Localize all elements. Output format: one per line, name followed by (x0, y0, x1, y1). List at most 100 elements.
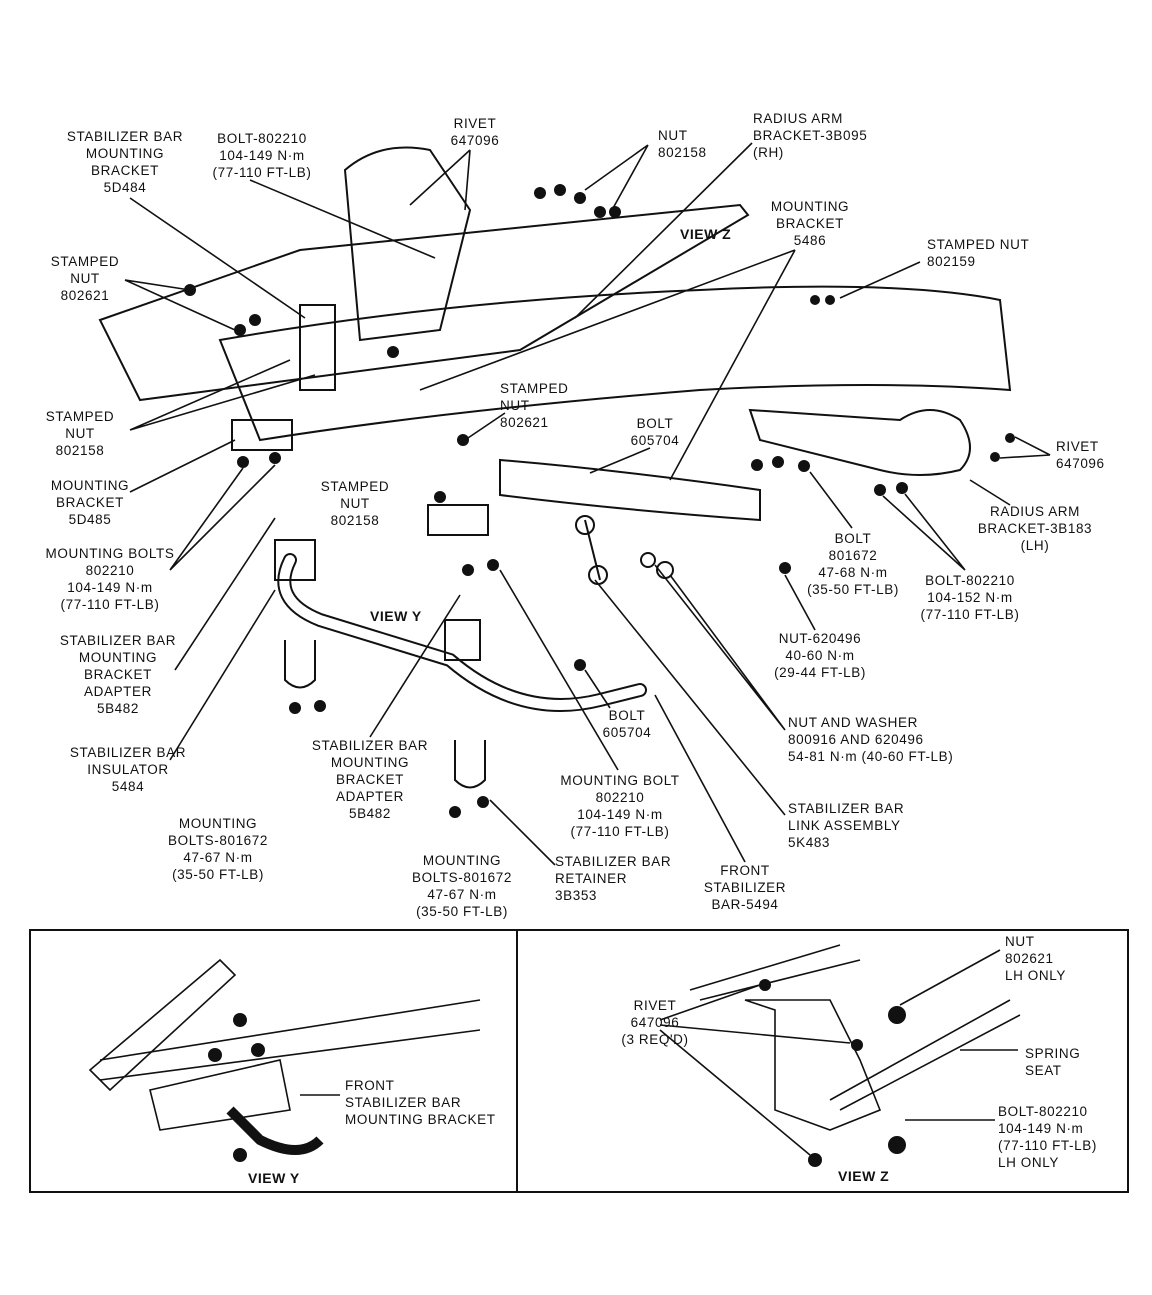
callout-line: 802158 (658, 145, 707, 160)
callout-retainer-3b353: STABILIZER BAR RETAINER 3B353 (555, 853, 671, 904)
callout-line: 605704 (602, 725, 652, 740)
callout-line: BRACKET-3B095 (753, 128, 868, 143)
callout-line: (35-50 FT-LB) (807, 582, 899, 597)
callout-line: (29-44 FT-LB) (774, 665, 866, 680)
callout-line: STABILIZER BAR (345, 1095, 462, 1110)
callout-line: NUT (500, 398, 530, 413)
callout-line: (77-110 FT-LB) (570, 824, 670, 839)
callout-line: 5D484 (103, 180, 147, 195)
callout-line: LINK ASSEMBLY (788, 818, 901, 833)
callout-line: NUT (1005, 934, 1035, 949)
insulator-left (274, 539, 316, 581)
callout-line: STAMPED (45, 409, 115, 424)
callout-line: BRACKET (91, 163, 159, 178)
leader-lines (124, 142, 1051, 866)
view-z-marker: VIEW Z (680, 226, 732, 242)
callout-line: MOUNTING BOLTS (45, 546, 175, 561)
callout-line: BOLTS-801672 (411, 870, 513, 885)
callout-line: NUT (658, 128, 688, 143)
view-z-caption: VIEW Z (838, 1168, 890, 1184)
callout-line: BRACKET (84, 667, 152, 682)
callout-line: STABILIZER BAR (59, 633, 177, 648)
callout-line: (77-110 FT-LB) (920, 607, 1020, 622)
link-assembly (584, 519, 601, 581)
shock-tower (343, 146, 472, 342)
callout-viewz-bolt: BOLT-802210 104-149 N·m (77-110 FT-LB) LH O… (998, 1103, 1097, 1171)
callout-line: STABILIZER BAR (555, 854, 672, 869)
callout-line: MOUNTING BOLT (560, 773, 680, 788)
callout-line: STAMPED NUT (927, 237, 1030, 252)
callout-line: 802158 (55, 443, 105, 458)
callout-line: NUT (340, 496, 370, 511)
inset-view-z-box (516, 929, 1129, 1193)
callout-nut-802158-top: NUT 802158 (658, 127, 707, 161)
callout-line: 802210 (595, 790, 645, 805)
callout-line: BOLT-802210 (998, 1104, 1088, 1119)
callout-line: MOUNTING (422, 853, 502, 868)
callout-line: 5B482 (96, 701, 140, 716)
callout-line: 3B353 (555, 888, 598, 903)
callout-viewz-spring-seat: SPRING SEAT (1025, 1045, 1080, 1079)
callout-line: BOLT-802210 (925, 573, 1015, 588)
callout-line: STABILIZER BAR (788, 801, 905, 816)
callout-line: STAMPED (500, 381, 569, 396)
callout-line: RADIUS ARM (753, 111, 844, 126)
view-z-drawing (659, 944, 1021, 1156)
frame-crossmember (218, 285, 1012, 442)
view-y-drawing (88, 958, 481, 1155)
callout-stamped-nut-802621-mid: STAMPED NUT 802621 (500, 380, 568, 431)
insulator-mid (444, 619, 481, 661)
callout-line: BRACKET (56, 495, 124, 510)
retainer-mid (454, 740, 486, 789)
callout-line: ADAPTER (84, 684, 152, 699)
callout-line: 5D485 (68, 512, 112, 527)
callout-line: RETAINER (555, 871, 628, 886)
callout-line: BAR-5494 (711, 897, 779, 912)
callout-line: (35-50 FT-LB) (416, 904, 508, 919)
callout-line: BOLT (608, 708, 646, 723)
callout-line: SEAT (1025, 1063, 1062, 1078)
callout-line: LH ONLY (998, 1155, 1059, 1170)
callout-line: 104-152 N·m (927, 590, 1013, 605)
callout-line: NUT-620496 (778, 631, 862, 646)
callout-line: 5484 (111, 779, 145, 794)
callout-line: 104-149 N·m (998, 1121, 1084, 1136)
callout-line: STABILIZER (703, 880, 787, 895)
callout-line: 54-81 N·m (40-60 FT-LB) (788, 749, 954, 764)
callout-line: SPRING (1025, 1046, 1081, 1061)
callout-line: 647096 (1056, 456, 1105, 471)
frame-rail-left (98, 203, 750, 402)
callout-line: BRACKET (336, 772, 404, 787)
callout-line: (77-110 FT-LB) (998, 1138, 1097, 1153)
callout-line: STABILIZER BAR (69, 745, 187, 760)
callout-line: BRACKET-3B183 (977, 521, 1093, 536)
callout-line: STABILIZER BAR (311, 738, 429, 753)
retainer-left (284, 640, 316, 689)
callout-line: 5K483 (788, 835, 831, 850)
callout-line: ADAPTER (336, 789, 404, 804)
callout-line: BOLT (636, 416, 674, 431)
callout-line: BOLTS-801672 (167, 833, 269, 848)
callout-line: (35-50 FT-LB) (172, 867, 264, 882)
callout-line: STAMPED (320, 479, 390, 494)
mounting-bracket-right (427, 504, 489, 536)
callout-line: MOUNTING (330, 755, 410, 770)
callout-bolt-605704-lower: BOLT 605704 (603, 707, 652, 741)
callout-line: 802621 (500, 415, 549, 430)
